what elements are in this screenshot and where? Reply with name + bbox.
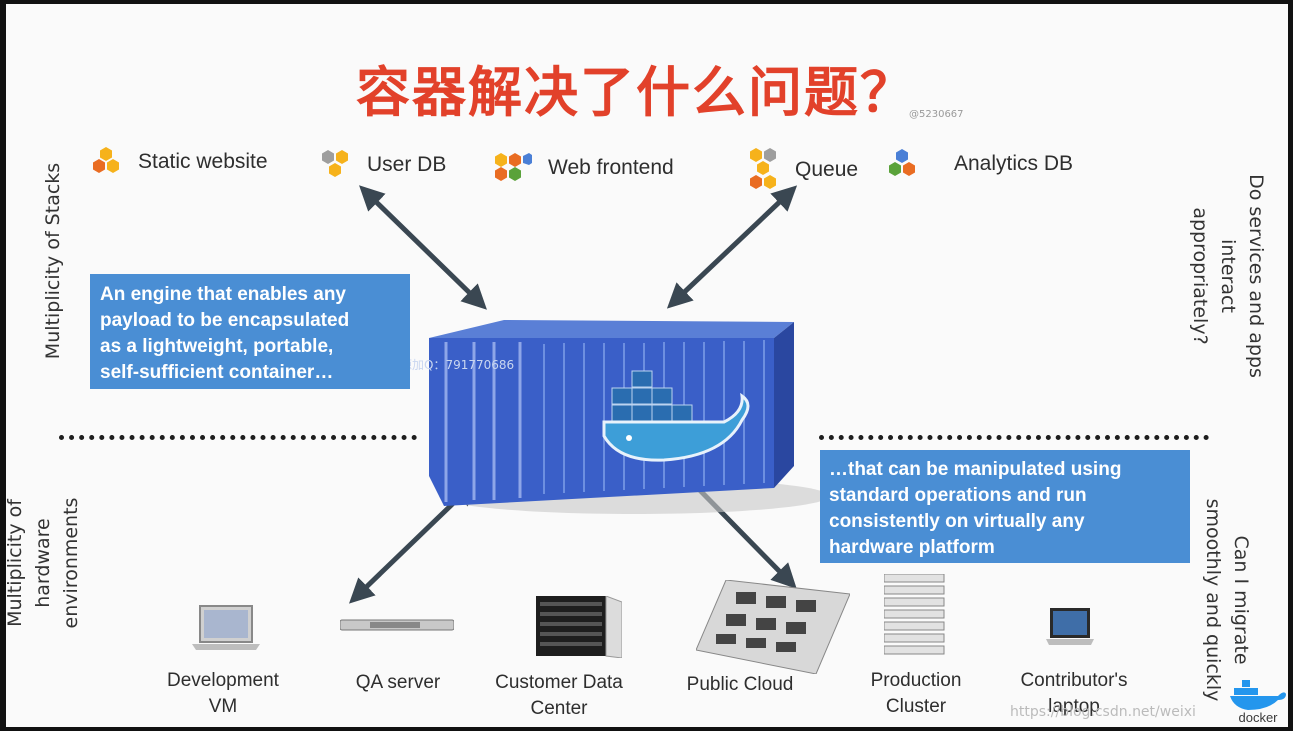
hardware-label-production: Production Cluster	[870, 670, 962, 717]
shipping-container	[429, 320, 824, 514]
docker-logo: docker	[1228, 676, 1288, 726]
slide: 容器解决了什么问题？ @5230667 Static website User …	[6, 4, 1288, 727]
page-title: 容器解决了什么问题？	[356, 61, 916, 124]
stack-label: Static website	[138, 150, 268, 173]
cloud-server-board-icon	[696, 580, 850, 674]
stack-user-db: User DB	[319, 149, 446, 181]
arrow-qa-server	[348, 480, 478, 604]
docker-whale-icon	[602, 370, 750, 462]
stack-analytics-db: Analytics DB	[886, 148, 1073, 180]
watermark-bottom: https://blog.csdn.net/weixi	[1010, 704, 1196, 720]
operations-description-box: …that can be manipulated using standard …	[820, 450, 1190, 563]
datacenter-rack-icon	[536, 596, 622, 658]
arrow-user-db	[359, 185, 487, 310]
hardware-label-dev-vm: Development VM	[167, 670, 279, 717]
hexagon-cluster-icon	[319, 149, 351, 181]
stack-static-website: Static website	[90, 146, 268, 178]
hexagon-cluster-icon	[90, 146, 122, 178]
hexagon-cluster-icon	[492, 152, 532, 184]
laptop-icon	[192, 605, 260, 650]
hexagon-cluster-icon	[886, 148, 918, 180]
stack-queue: Queue	[747, 147, 858, 193]
docker-whale-icon	[1230, 680, 1286, 710]
hardware-label-customer-dc: Customer Data Center	[495, 672, 623, 719]
hardware-label-public-cloud: Public Cloud	[686, 674, 794, 695]
stack-label: Analytics DB	[954, 152, 1074, 175]
laptop-icon	[1046, 608, 1094, 645]
watermark-top: @5230667	[909, 109, 964, 120]
separator-left	[59, 435, 417, 440]
server-cluster-icon	[884, 574, 945, 655]
separator-right	[819, 435, 1209, 440]
engine-description-box: An engine that enables any payload to be…	[90, 274, 410, 389]
rack-server-icon	[340, 619, 454, 631]
arrow-queue	[666, 185, 798, 309]
hardware-label-contributor: Contributor's laptop	[1020, 670, 1128, 717]
stack-label: Queue	[795, 158, 859, 181]
stack-web-frontend: Web frontend	[492, 152, 674, 184]
stack-label: Web frontend	[548, 156, 674, 179]
stack-label: User DB	[367, 153, 447, 176]
docker-logo-text: docker	[1238, 710, 1278, 725]
hardware-label-qa-server: QA server	[355, 672, 441, 693]
